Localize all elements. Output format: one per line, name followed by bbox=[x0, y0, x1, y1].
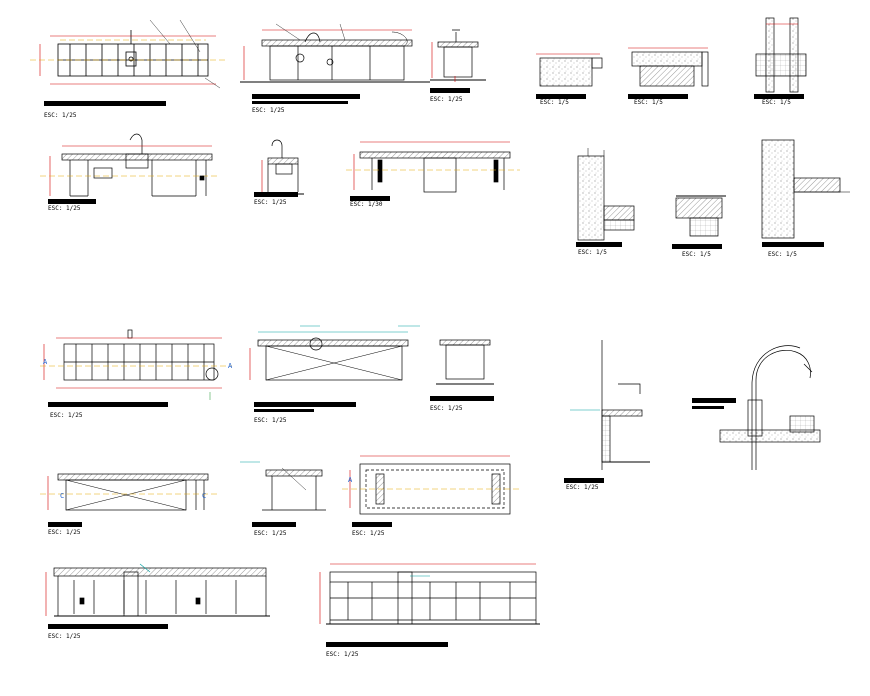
sink-section bbox=[260, 139, 304, 195]
section-elevation-2 bbox=[40, 133, 220, 197]
scale-label: ESC: 1/25 bbox=[566, 484, 599, 491]
plan-view-4 bbox=[342, 455, 520, 515]
scale-label: ESC: 1/25 bbox=[254, 530, 287, 537]
scale-label: ESC: 1/25 bbox=[48, 633, 81, 640]
cabinet-elevation-left bbox=[45, 563, 270, 617]
scale-label: ESC: 1/5 bbox=[634, 99, 663, 106]
title-bar bbox=[252, 101, 348, 104]
elevation-with-openings bbox=[346, 141, 520, 193]
title-bar bbox=[252, 522, 296, 527]
title-bar bbox=[254, 192, 298, 197]
scale-label: ESC: 1/30 bbox=[350, 201, 383, 208]
detail-countertop-1 bbox=[536, 53, 603, 87]
scale-label: ESC: 1/5 bbox=[762, 99, 791, 106]
detail-column-wall bbox=[761, 139, 850, 239]
title-bar bbox=[628, 94, 688, 99]
title-bar bbox=[762, 242, 824, 247]
section-mark: C bbox=[60, 492, 64, 500]
title-bar bbox=[48, 624, 168, 629]
title-bar bbox=[254, 402, 356, 407]
title-bar bbox=[692, 406, 724, 409]
plan-view-top bbox=[30, 19, 225, 89]
elevation-4 bbox=[40, 473, 218, 511]
elevation-3 bbox=[249, 325, 420, 381]
section-4 bbox=[240, 461, 326, 511]
scale-label: ESC: 1/25 bbox=[430, 405, 463, 412]
scale-label: ESC: 1/25 bbox=[48, 529, 81, 536]
plan-view-2 bbox=[40, 329, 232, 400]
scale-label: ESC: 1/25 bbox=[44, 112, 77, 119]
title-bar bbox=[254, 409, 314, 412]
section-mark: A bbox=[228, 362, 233, 370]
scale-label: ESC: 1/5 bbox=[540, 99, 569, 106]
scale-label: ESC: 1/25 bbox=[254, 417, 287, 424]
title-bar bbox=[352, 522, 392, 527]
scale-label: ESC: 1/25 bbox=[326, 651, 359, 658]
title-bar bbox=[350, 196, 390, 201]
title-bar bbox=[692, 398, 736, 403]
detail-shelf bbox=[675, 195, 726, 237]
side-elevation bbox=[430, 29, 486, 82]
scale-label: ESC: 1/25 bbox=[48, 205, 81, 212]
section-mark: A bbox=[43, 358, 48, 366]
title-bar bbox=[430, 396, 494, 401]
scale-label: ESC: 1/25 bbox=[430, 96, 463, 103]
front-elevation bbox=[240, 23, 430, 83]
detail-countertop-2 bbox=[628, 47, 709, 87]
scale-label: ESC: 1/5 bbox=[768, 251, 797, 258]
scale-label: ESC: 1/5 bbox=[682, 251, 711, 258]
title-bar bbox=[252, 94, 360, 99]
title-bar bbox=[48, 199, 96, 204]
title-bar bbox=[536, 94, 586, 99]
cabinet-elevation-right bbox=[319, 563, 540, 625]
scale-label: ESC: 1/25 bbox=[50, 412, 83, 419]
detail-support-bracket bbox=[570, 340, 650, 470]
scale-label: ESC: 1/25 bbox=[252, 107, 285, 114]
title-bar bbox=[430, 88, 470, 93]
detail-wall-base bbox=[755, 17, 807, 93]
detail-wall-section bbox=[577, 148, 635, 241]
title-bar bbox=[326, 642, 448, 647]
title-bar bbox=[48, 402, 168, 407]
scale-label: ESC: 1/25 bbox=[352, 530, 385, 537]
detail-lamp-post bbox=[719, 345, 821, 470]
side-elevation-3 bbox=[436, 339, 494, 385]
title-bar bbox=[44, 101, 166, 106]
title-bar bbox=[672, 244, 722, 249]
scale-label: ESC: 1/25 bbox=[254, 199, 287, 206]
section-mark: C bbox=[202, 492, 206, 500]
title-bar bbox=[576, 242, 622, 247]
scale-label: ESC: 1/5 bbox=[578, 249, 607, 256]
section-mark: A bbox=[348, 476, 353, 484]
title-bar bbox=[564, 478, 604, 483]
title-bar bbox=[754, 94, 804, 99]
title-bar bbox=[48, 522, 82, 527]
